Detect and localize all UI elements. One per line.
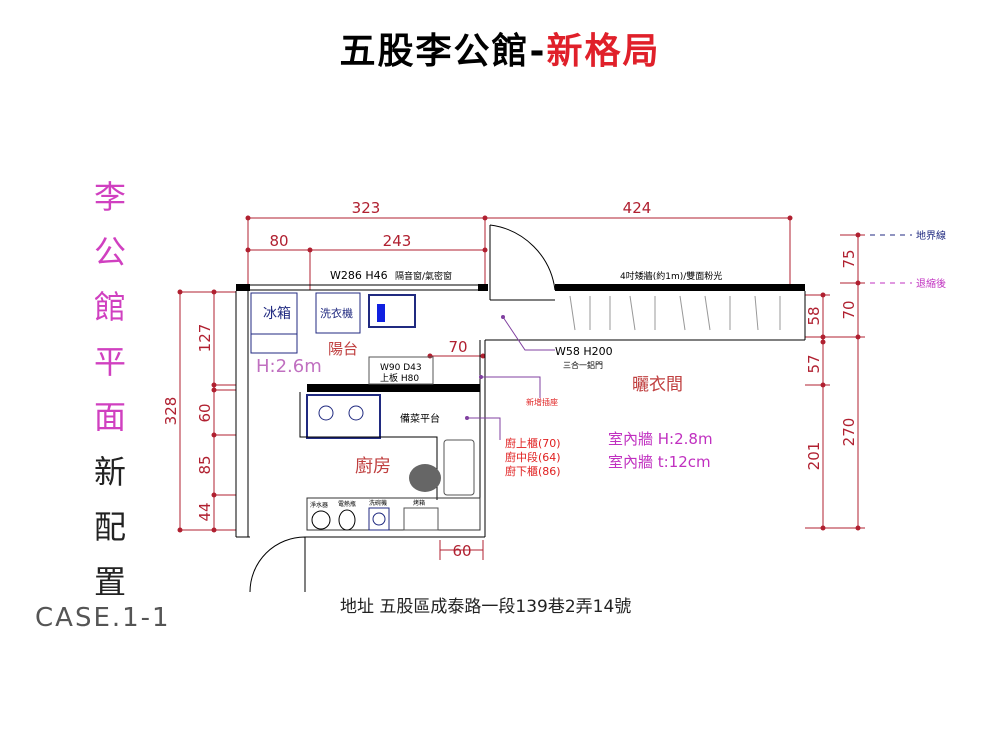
water-purifier (311, 510, 331, 530)
prep-label: 備菜平台 (400, 412, 440, 425)
window-note: 隔音窗/氣密窗 (395, 270, 452, 282)
inner-wall-height: 室內牆 H:2.8m (608, 430, 713, 448)
dim-323: 323 (352, 199, 381, 217)
case-label: CASE.1-1 (35, 603, 171, 633)
door-spec: W58 H200 (555, 345, 613, 358)
dimension-lines (179, 217, 865, 560)
drying-room-label: 曬衣間 (632, 375, 683, 395)
balcony-height: H:2.6m (256, 356, 322, 377)
dim-60: 60 (196, 403, 214, 422)
side-title-char: 李 (93, 178, 126, 216)
setback-label: 退縮後 (916, 277, 946, 290)
burner-icon (318, 405, 334, 421)
dim-243: 243 (383, 232, 412, 250)
appliance-label: 烤箱 (413, 499, 425, 507)
dim-bottom-60: 60 (452, 542, 471, 560)
walls (235, 284, 806, 538)
dim-57: 57 (805, 354, 823, 373)
outlet-leader (481, 376, 541, 398)
dim-201: 201 (805, 442, 823, 471)
dim-44: 44 (196, 502, 214, 521)
side-title-char: 新 (93, 453, 126, 491)
side-title-char: 面 (93, 398, 126, 436)
cab-upper: 廚上櫃(70) (505, 436, 561, 450)
side-title-char: 配 (93, 508, 126, 546)
side-title-char: 平 (93, 343, 126, 381)
page-title: 五股李公館-新格局 (0, 22, 1000, 74)
title-highlight: 新格局 (546, 31, 661, 72)
stove (306, 394, 381, 439)
fridge-label: 冰箱 (263, 306, 291, 322)
dim-270: 270 (840, 418, 858, 447)
washer-label: 洗衣機 (320, 306, 353, 320)
side-title-char: 置 (93, 563, 126, 601)
dim-424: 424 (623, 199, 652, 217)
title-main: 五股李公館- (339, 31, 547, 72)
kitchen-door-swing (249, 536, 306, 593)
appliance-label: 電熱瓶 (338, 500, 356, 508)
side-title-char: 館 (93, 288, 126, 326)
address: 地址 五股區成泰路一段139巷2弄14號 (340, 597, 631, 617)
side-title-char: 公 (93, 233, 126, 271)
utility-sink (368, 294, 416, 328)
drying-rack (569, 295, 781, 331)
kitchen-sink (443, 439, 475, 496)
cabinet-spec: W90 D43 (380, 363, 422, 373)
dishwasher (368, 507, 390, 531)
cab-mid: 廚中段(64) (505, 450, 561, 464)
door-leader (502, 316, 555, 351)
dim-85: 85 (196, 455, 214, 474)
dim-80: 80 (269, 232, 288, 250)
dim-328: 328 (162, 397, 180, 426)
kettle (338, 509, 356, 531)
burner-icon (348, 405, 364, 421)
dim-70: 70 (840, 300, 858, 319)
dim-127: 127 (196, 324, 214, 353)
appliance-label: 淨水器 (310, 501, 328, 509)
boundary-label: 地界線 (916, 229, 946, 242)
door-swing (489, 224, 556, 300)
person-figure (409, 464, 441, 492)
dim-58: 58 (805, 306, 823, 325)
washer: 洗衣機 (315, 292, 361, 334)
appliance-label: 洗碗機 (369, 499, 387, 507)
window-spec: W286 H46 (330, 269, 388, 282)
cabinet-note: 上板 H80 (380, 372, 419, 384)
wall-note: 4吋矮牆(約1m)/雙面粉光 (620, 270, 722, 282)
kitchen-label: 廚房 (355, 455, 391, 477)
inner-wall-thickness: 室內牆 t:12cm (608, 453, 711, 471)
cabinet-box (368, 356, 434, 385)
dim-75: 75 (840, 249, 858, 268)
dim-balcony-70: 70 (448, 338, 467, 356)
door-note: 三合一鋁門 (563, 360, 603, 370)
dimension-dots (177, 215, 861, 533)
cab-lower: 廚下櫃(86) (505, 464, 561, 478)
oven (403, 507, 439, 531)
balcony-label: 陽台 (328, 340, 358, 358)
outlet-label: 新增插座 (526, 397, 558, 407)
fridge: 冰箱 (250, 292, 298, 354)
